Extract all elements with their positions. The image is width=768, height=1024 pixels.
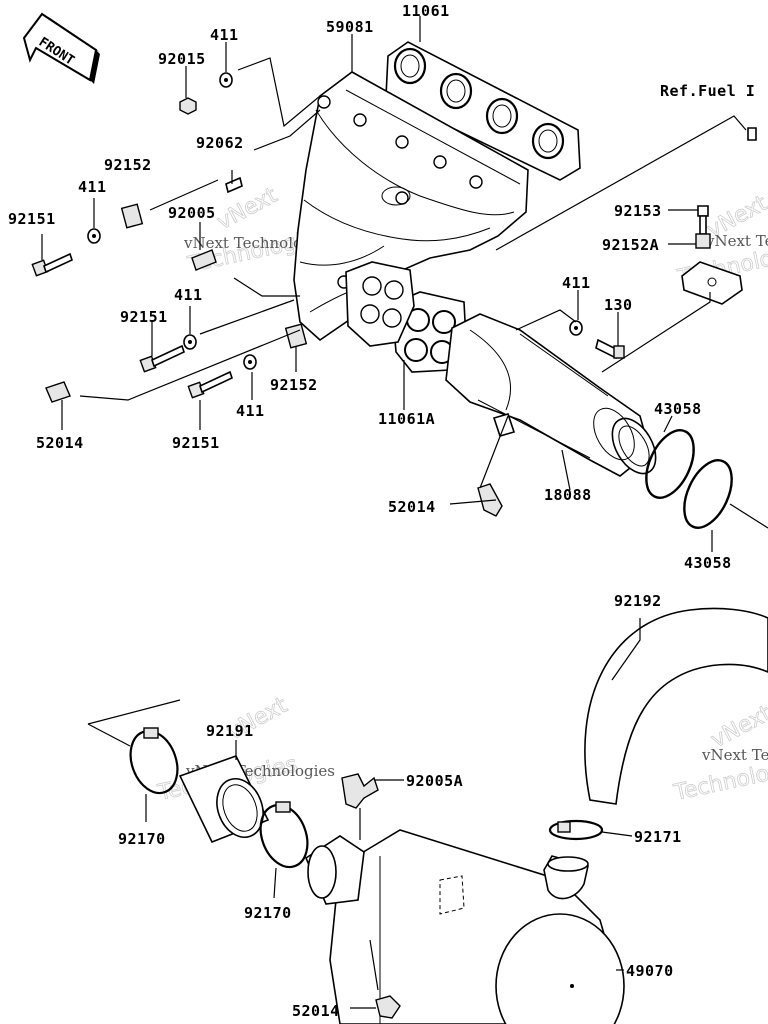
bolt-92153 [697, 205, 709, 235]
label-59081: 59081 [326, 18, 374, 36]
washer-411-top [219, 72, 233, 88]
label-49070: 49070 [626, 962, 674, 980]
front-arrow-icon: FRONT [22, 12, 100, 84]
label-52014-left: 52014 [36, 434, 84, 452]
clamp-92170-mid [259, 801, 309, 869]
watermark-brand-3: vNext Technologies [705, 232, 768, 250]
collar-92152A [695, 233, 711, 249]
fitting-92005A [341, 773, 379, 809]
label-92191: 92191 [206, 722, 254, 740]
label-92152-left: 92152 [104, 156, 152, 174]
label-11061A: 11061A [378, 410, 435, 428]
leader-lines [41, 16, 768, 1009]
label-411-mid: 411 [174, 286, 203, 304]
washer-411-mid [183, 334, 197, 350]
label-92170-mid: 92170 [244, 904, 292, 922]
clamp-92171 [548, 819, 604, 841]
o-ring-43058-bot [683, 459, 733, 529]
part-labels: 11061 59081 411 92015 92062 92152 411 92… [8, 2, 755, 1020]
hose-92191 [178, 755, 270, 844]
label-43058-bot: 43058 [684, 554, 732, 572]
washer-411-left [87, 228, 101, 244]
watermark-big-1: vNext [213, 183, 282, 235]
nut-92015 [179, 97, 197, 115]
collar-92152-left [120, 203, 144, 229]
hose-92192 [584, 607, 768, 805]
label-92170-left: 92170 [118, 830, 166, 848]
exhaust-pipe-18088 [445, 313, 657, 477]
label-92152A: 92152A [602, 236, 659, 254]
watermark-brand-4: vNext Technologies [701, 746, 768, 764]
label-411-right: 411 [562, 274, 591, 292]
label-411-top: 411 [210, 26, 239, 44]
label-92062: 92062 [196, 134, 244, 152]
label-130: 130 [604, 296, 633, 314]
stud-92062 [225, 176, 243, 194]
label-92171: 92171 [634, 828, 682, 846]
label-411-left: 411 [78, 178, 107, 196]
fitting-52014-left [45, 381, 71, 403]
label-52014-bot: 52014 [292, 1002, 340, 1020]
bracket [681, 261, 743, 305]
watermark-brand-1: vNext Technologies [183, 234, 333, 252]
label-52014-mid: 52014 [388, 498, 436, 516]
label-11061: 11061 [402, 2, 450, 20]
muffler-inlet [304, 835, 365, 905]
fitting-92005 [191, 249, 217, 271]
collar-92152-mid [284, 323, 308, 349]
label-92192: 92192 [614, 592, 662, 610]
label-43058-top: 43058 [654, 400, 702, 418]
label-92005A: 92005A [406, 772, 463, 790]
bolt-92151-low [187, 370, 233, 399]
bolt-130 [595, 338, 625, 360]
label-18088: 18088 [544, 486, 592, 504]
label-92005: 92005 [168, 204, 216, 222]
manifold-flange [345, 261, 415, 347]
o-ring-43058-top [645, 429, 695, 499]
washer-411-low [243, 354, 257, 370]
muffler-49070 [329, 829, 625, 1024]
label-92015: 92015 [158, 50, 206, 68]
fuel-ref-fitting [747, 127, 757, 141]
fitting-52014-bot [375, 995, 401, 1019]
label-92153: 92153 [614, 202, 662, 220]
clamp-92170-left [129, 727, 179, 795]
bolt-92151-left [31, 252, 73, 277]
label-ref-fuel: Ref.Fuel I [660, 82, 755, 100]
label-92151-mid: 92151 [120, 308, 168, 326]
label-92152-mid: 92152 [270, 376, 318, 394]
label-411-low: 411 [236, 402, 265, 420]
bolt-92151-mid [139, 344, 185, 373]
gasket-11061 [385, 41, 581, 181]
label-92151-left: 92151 [8, 210, 56, 228]
washer-411-right [569, 320, 583, 336]
label-92151-low: 92151 [172, 434, 220, 452]
watermark: vNext Technologies vNext Technologies vN… [155, 182, 768, 806]
